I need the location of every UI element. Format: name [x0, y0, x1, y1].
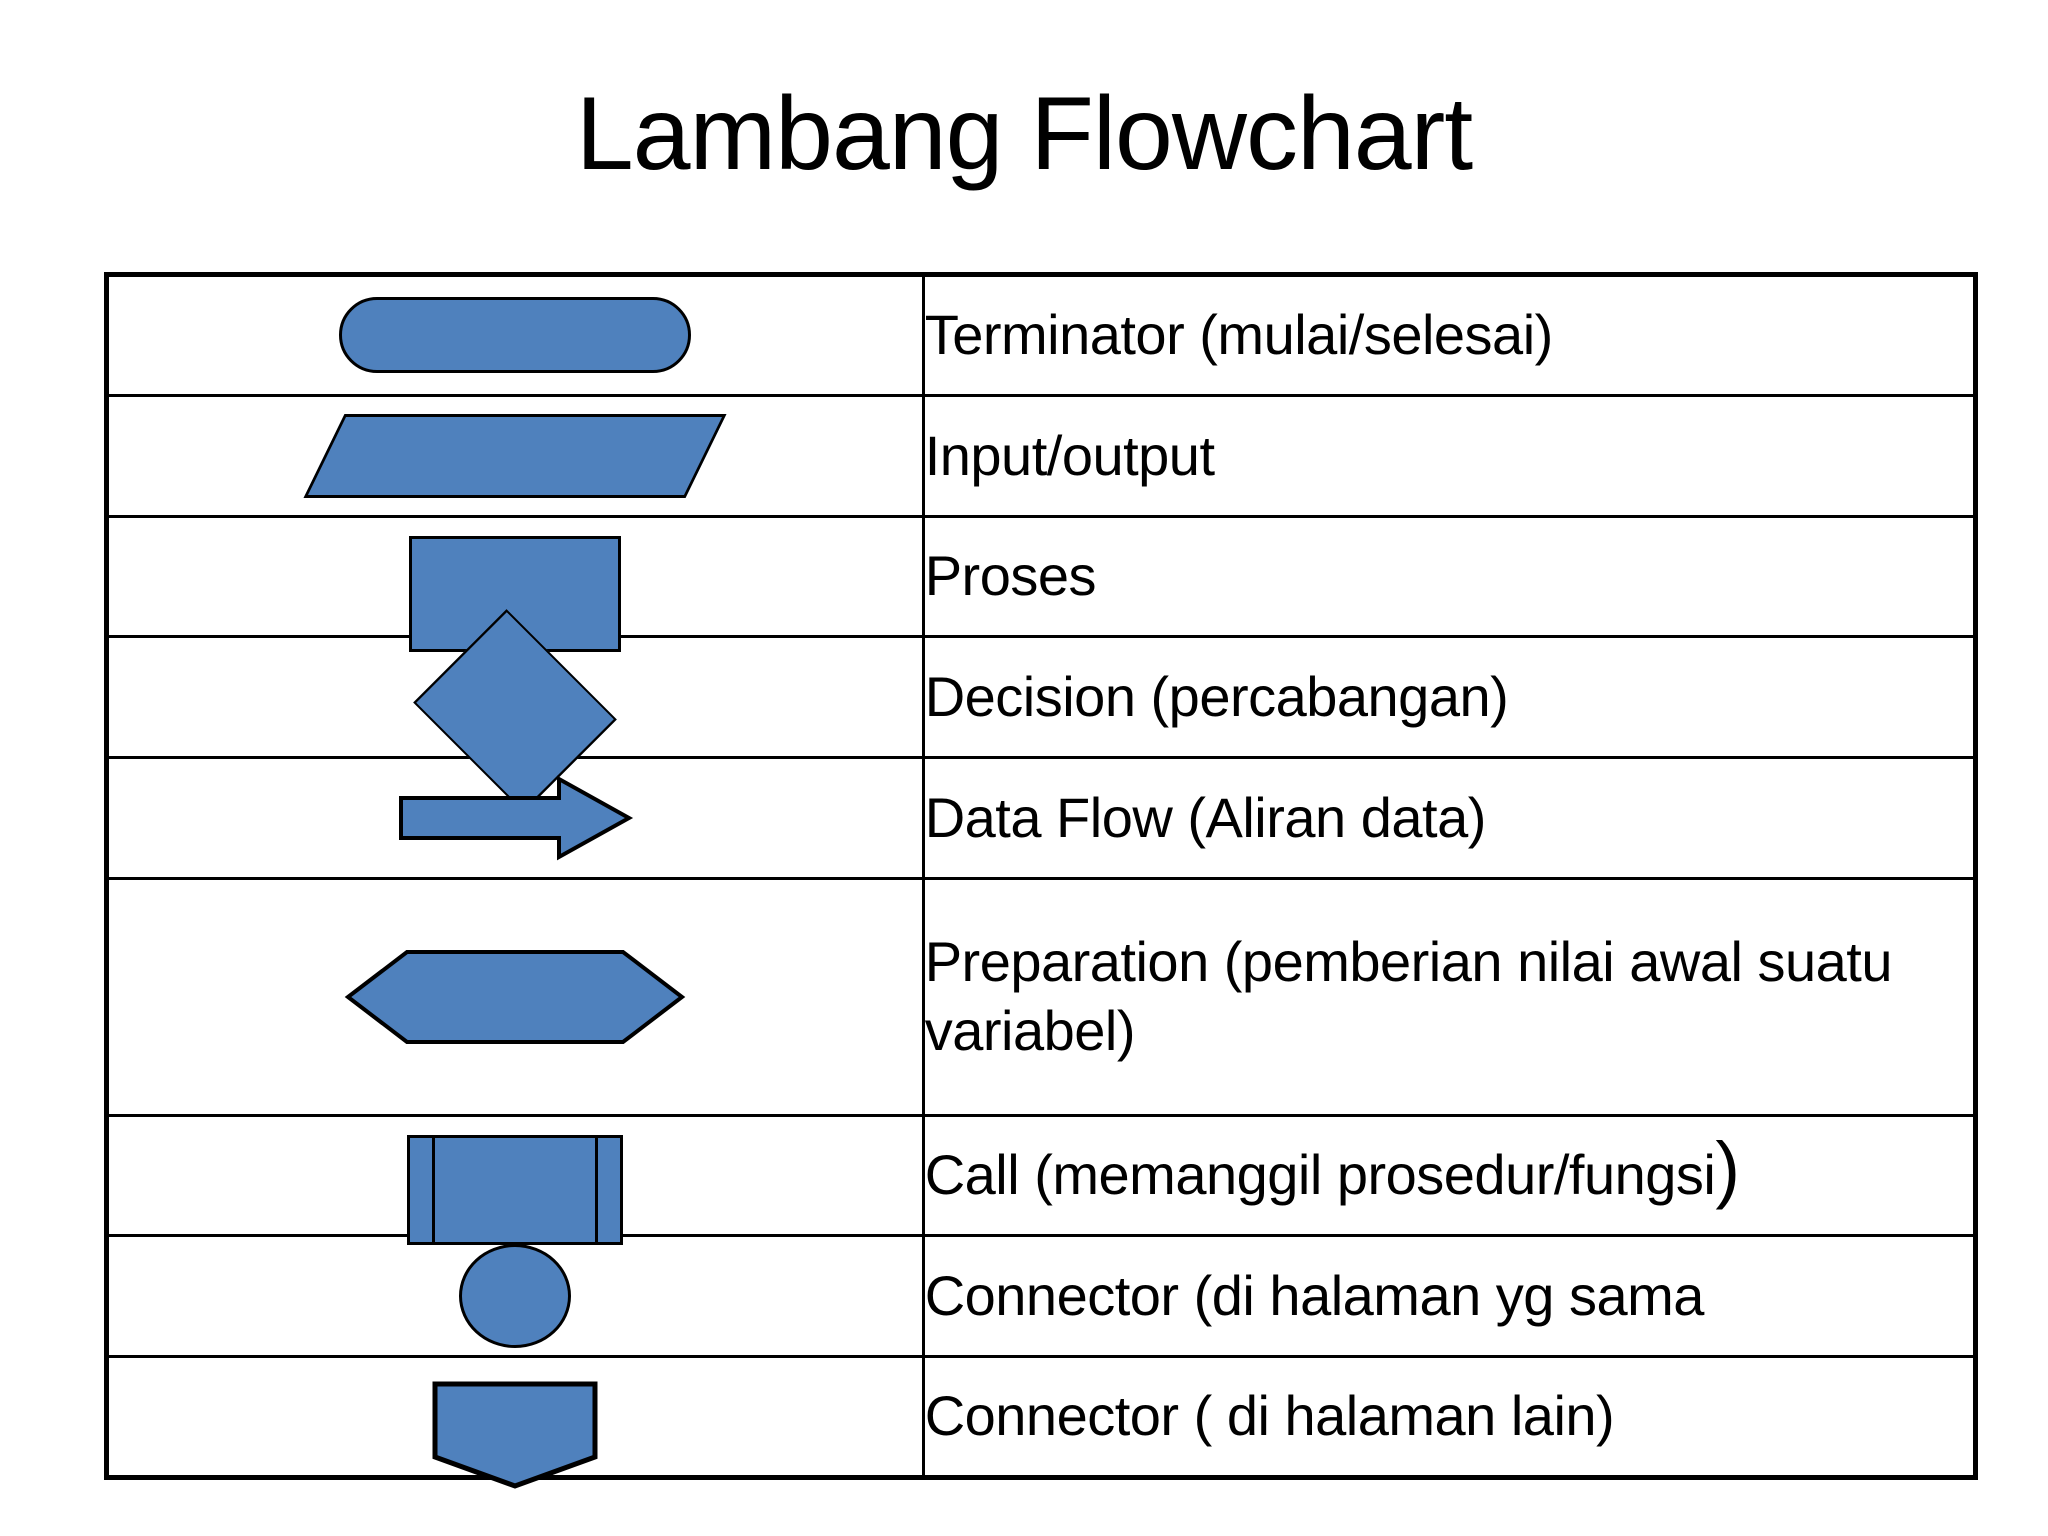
table-row: Decision (percabangan)	[109, 609, 1973, 814]
table-row: Connector (di halaman yg sama	[109, 1234, 1973, 1359]
terminator-rounded-rectangle-icon	[339, 297, 692, 374]
off-page-connector-pentagon-icon	[432, 1381, 598, 1489]
flowchart-symbol-table: Terminator (mulai/selesai) Input/output	[104, 272, 1978, 1489]
symbol-cell-call	[109, 1113, 925, 1246]
symbol-label-connector-same-page: Connector (di halaman yg sama	[923, 1234, 1973, 1359]
symbol-cell-proses	[109, 514, 925, 653]
symbol-label-call-text: Call (memanggil prosedur/fungsi	[924, 1143, 1716, 1207]
symbol-label-decision: Decision (percabangan)	[923, 635, 1973, 760]
symbol-label-preparation: Preparation (pemberian nilai awal suatu …	[923, 877, 1973, 1117]
table-row: Preparation (pemberian nilai awal suatu …	[109, 877, 1973, 1117]
table-row: Proses	[109, 514, 1973, 653]
circle-icon	[459, 1244, 572, 1349]
symbol-cell-input-output	[109, 393, 925, 518]
symbol-label-connector-other-page: Connector ( di halaman lain)	[923, 1355, 1973, 1475]
symbol-cell-terminator	[109, 277, 925, 397]
table-row: Data Flow (Aliran data)	[109, 756, 1973, 881]
table-row: Connector ( di halaman lain)	[109, 1355, 1973, 1489]
predefined-process-call-icon	[407, 1135, 624, 1246]
symbol-cell-data-flow	[109, 756, 925, 881]
symbol-cell-decision	[109, 609, 925, 814]
table-row: Terminator (mulai/selesai)	[109, 277, 1973, 397]
table-row: Input/output	[109, 393, 1973, 518]
symbol-label-data-flow: Data Flow (Aliran data)	[923, 756, 1973, 881]
hexagon-icon	[345, 949, 686, 1045]
table-row: Call (memanggil prosedur/fungsi)	[109, 1113, 1973, 1246]
symbol-label-input-output: Input/output	[923, 393, 1973, 518]
symbol-cell-connector-other-page	[109, 1355, 925, 1489]
symbol-label-call: Call (memanggil prosedur/fungsi)	[923, 1113, 1973, 1238]
page-title: Lambang Flowchart	[575, 76, 1473, 192]
symbol-label-proses: Proses	[923, 514, 1973, 639]
symbol-label-terminator: Terminator (mulai/selesai)	[923, 277, 1973, 397]
right-arrow-icon	[399, 775, 634, 861]
parallelogram-icon	[303, 413, 727, 498]
symbol-cell-preparation	[109, 877, 925, 1117]
symbol-cell-connector-same-page	[109, 1234, 925, 1359]
symbol-label-call-paren: )	[1715, 1127, 1740, 1211]
